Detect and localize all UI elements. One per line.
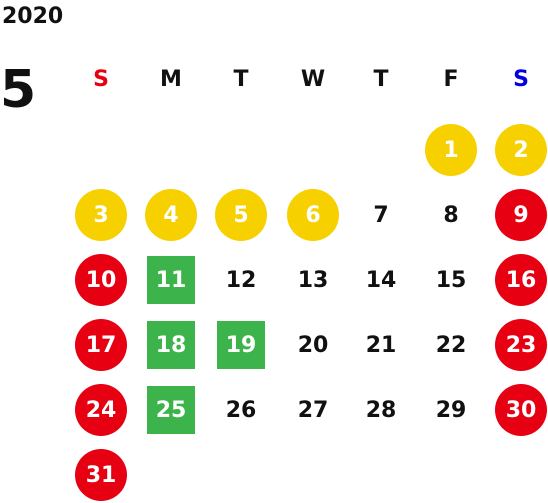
- day-cell[interactable]: 12: [225, 267, 257, 293]
- day-cell[interactable]: 24: [75, 384, 127, 436]
- day-cell[interactable]: 26: [225, 397, 257, 423]
- day-cell[interactable]: 31: [75, 449, 127, 501]
- day-cell[interactable]: 9: [495, 189, 547, 241]
- day-cell[interactable]: 27: [297, 397, 329, 423]
- day-cell[interactable]: 15: [435, 267, 467, 293]
- day-cell[interactable]: 17: [75, 319, 127, 371]
- day-cell[interactable]: 16: [495, 254, 547, 306]
- day-cell[interactable]: 14: [365, 267, 397, 293]
- weekday-label: F: [443, 67, 459, 92]
- month-number: 5: [0, 60, 37, 120]
- weekday-label: W: [300, 67, 326, 92]
- weekday-label: M: [160, 67, 182, 92]
- day-cell[interactable]: 18: [147, 321, 195, 369]
- weekday-label: S: [93, 67, 109, 92]
- day-cell[interactable]: 8: [443, 202, 459, 228]
- day-cell[interactable]: 22: [435, 332, 467, 358]
- day-cell[interactable]: 11: [147, 256, 195, 304]
- day-cell[interactable]: 13: [297, 267, 329, 293]
- year-label: 2020: [2, 4, 64, 29]
- weekday-label: T: [233, 67, 249, 92]
- day-cell[interactable]: 3: [75, 189, 127, 241]
- day-cell[interactable]: 7: [373, 202, 389, 228]
- day-cell[interactable]: 20: [297, 332, 329, 358]
- day-cell[interactable]: 10: [75, 254, 127, 306]
- weekday-label: S: [513, 67, 529, 92]
- day-cell[interactable]: 21: [365, 332, 397, 358]
- day-cell[interactable]: 25: [147, 386, 195, 434]
- day-cell[interactable]: 5: [215, 189, 267, 241]
- day-cell[interactable]: 23: [495, 319, 547, 371]
- day-cell[interactable]: 1: [425, 124, 477, 176]
- day-cell[interactable]: 19: [217, 321, 265, 369]
- day-cell[interactable]: 6: [287, 189, 339, 241]
- weekday-label: T: [373, 67, 389, 92]
- day-cell[interactable]: 4: [145, 189, 197, 241]
- day-cell[interactable]: 29: [435, 397, 467, 423]
- day-cell[interactable]: 28: [365, 397, 397, 423]
- day-cell[interactable]: 2: [495, 124, 547, 176]
- day-cell[interactable]: 30: [495, 384, 547, 436]
